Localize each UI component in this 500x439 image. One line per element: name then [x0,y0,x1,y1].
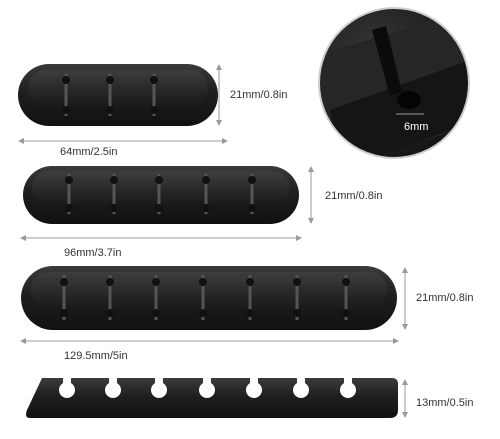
holder-7-slot [21,266,397,330]
holder-side-view [26,376,398,418]
height-dimension-3: 21mm/0.8in [402,267,473,330]
height-dimension-4: 13mm/0.5in [402,379,473,418]
cable-hole [151,382,167,398]
slot-group [65,174,256,214]
slot [342,275,350,320]
slot [62,74,70,116]
width-dimension-3: 129.5mm/5in [20,338,399,362]
slot [248,174,256,214]
slot [106,275,114,320]
cable-hole [293,382,309,398]
holder-5-slot [23,166,299,224]
height-label: 21mm/0.8in [230,89,287,101]
cable-hole [59,382,75,398]
width-label: 129.5mm/5in [64,350,128,362]
slot [246,275,254,320]
width-dimension-1: 64mm/2.5in [18,138,228,158]
cable-hole [199,382,215,398]
slot-group [62,74,158,116]
holder-3-slot [18,64,218,126]
slot [152,275,160,320]
width-label: 64mm/2.5in [60,146,117,158]
height-label: 21mm/0.8in [416,292,473,304]
cable-hole [105,382,121,398]
slot [293,275,301,320]
height-label: 13mm/0.5in [416,397,473,409]
slot-detail-zoom: 6mm [318,7,470,159]
slot [110,174,118,214]
slot [60,275,68,320]
height-dimension-2: 21mm/0.8in [308,166,382,224]
holder-top-surface [31,272,387,309]
cable-hole [246,382,262,398]
slot [155,174,163,214]
height-label: 21mm/0.8in [325,190,382,202]
holder-top-surface [32,171,290,205]
slot-width-label: 6mm [404,121,428,133]
width-label: 96mm/3.7in [64,247,121,259]
slot [106,74,114,116]
width-dimension-2: 96mm/3.7in [20,235,302,259]
cable-hole [340,382,356,398]
slot [150,74,158,116]
slot-group [60,275,350,320]
slot [202,174,210,214]
slot [65,174,73,214]
holder-top-surface [28,70,208,106]
height-dimension-1: 21mm/0.8in [216,64,287,126]
cable-hole-group [59,376,356,398]
slot [199,275,207,320]
